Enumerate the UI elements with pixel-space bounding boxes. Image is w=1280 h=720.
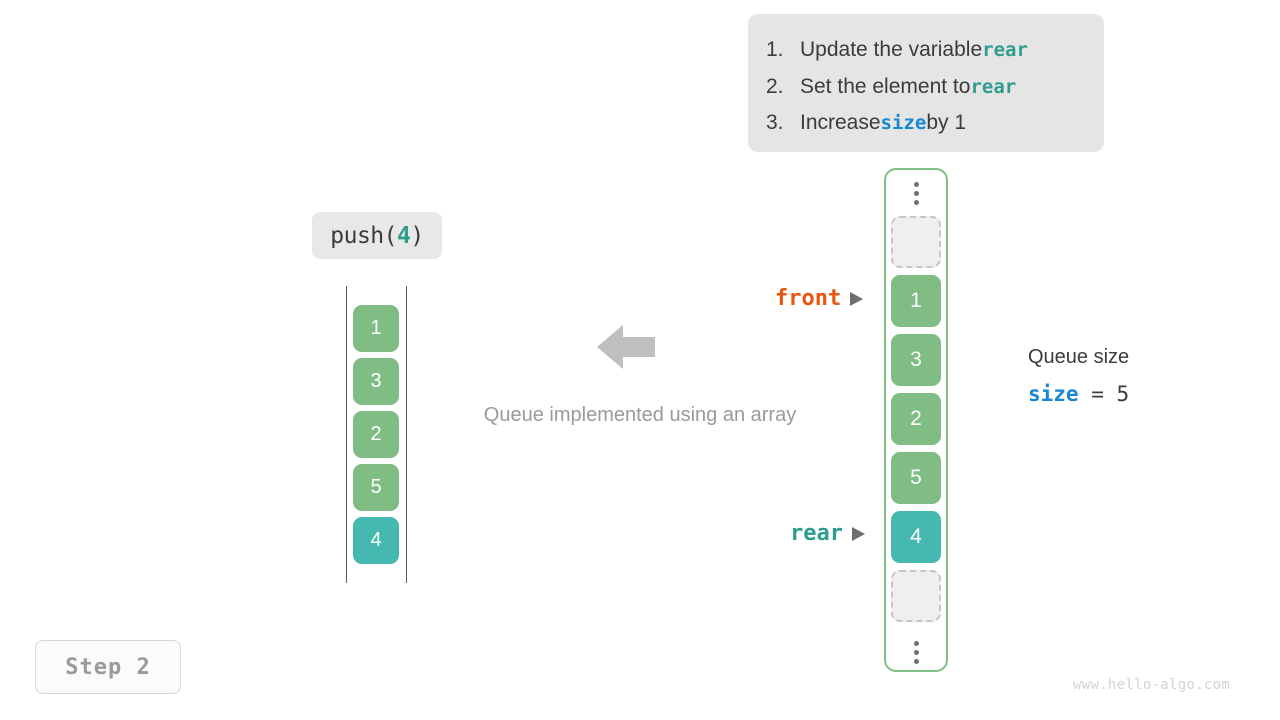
instruction-panel: 1. Update the variable rear 2. Set the e… — [748, 14, 1104, 152]
operation-label: push(4) — [312, 212, 442, 259]
queue-cell: 1 — [353, 305, 399, 352]
diagram-caption: Queue implemented using an array — [483, 404, 797, 426]
queue-size-value: 5 — [1116, 382, 1130, 406]
operation-close-paren: ) — [410, 222, 424, 249]
queue-size-variable: size — [1028, 382, 1079, 406]
operation-argument: 4 — [397, 222, 411, 249]
array-slot: 1 — [891, 275, 941, 327]
pointer-front-label: front — [775, 286, 842, 311]
instruction-keyword-rear: rear — [970, 75, 1017, 98]
instruction-keyword-rear: rear — [982, 39, 1028, 61]
array-slot: 2 — [891, 393, 941, 445]
instruction-text: Update the variable — [800, 38, 983, 61]
array-slot: 3 — [891, 334, 941, 386]
logical-queue-array: 1 3 2 5 4 — [346, 286, 408, 583]
instruction-text-suffix: by 1 — [926, 111, 967, 134]
instruction-text: Set the element to — [800, 74, 971, 98]
queue-size-title: Queue size — [1028, 346, 1130, 368]
queue-size-equals: = — [1078, 382, 1117, 406]
physical-array-container: 1 3 2 5 4 — [884, 168, 948, 672]
instruction-number: 2. — [766, 74, 784, 98]
queue-size-expression: size = 5 — [1028, 382, 1228, 406]
array-slot-new: 4 — [891, 511, 941, 563]
instruction-item-3: 3. Increase size by 1 — [766, 105, 1082, 142]
queue-cell-new: 4 — [353, 517, 399, 564]
watermark: www.hello-algo.com — [1073, 677, 1231, 693]
left-arrow-icon — [597, 323, 655, 371]
physical-array-slots: 1 3 2 5 4 — [891, 170, 941, 675]
instruction-number: 1. — [766, 38, 784, 61]
instruction-text: Increase — [800, 111, 881, 134]
pointer-rear: rear — [790, 521, 865, 546]
pointer-front: front — [775, 286, 864, 311]
instruction-item-2: 2. Set the element to rear — [766, 69, 1082, 106]
pointer-rear-label: rear — [790, 521, 843, 546]
array-slot: 5 — [891, 452, 941, 504]
queue-cell: 3 — [353, 358, 399, 405]
ellipsis-icon-top — [891, 170, 941, 216]
array-rail-right — [406, 286, 407, 583]
queue-cell: 5 — [353, 464, 399, 511]
instruction-keyword-size: size — [880, 112, 927, 134]
logical-queue-cells: 1 3 2 5 4 — [353, 305, 399, 564]
array-slot-empty — [891, 216, 941, 268]
queue-size-block: Queue size size = 5 — [1028, 343, 1228, 406]
array-slot-empty — [891, 570, 941, 622]
ellipsis-icon-bottom — [891, 629, 941, 675]
queue-cell: 2 — [353, 411, 399, 458]
arrow-right-icon — [850, 291, 864, 306]
arrow-right-icon — [851, 526, 865, 541]
instruction-item-1: 1. Update the variable rear — [766, 32, 1082, 69]
operation-name: push( — [330, 222, 398, 249]
step-badge: Step 2 — [35, 640, 181, 694]
array-rail-left — [346, 286, 347, 583]
instruction-number: 3. — [766, 111, 784, 134]
